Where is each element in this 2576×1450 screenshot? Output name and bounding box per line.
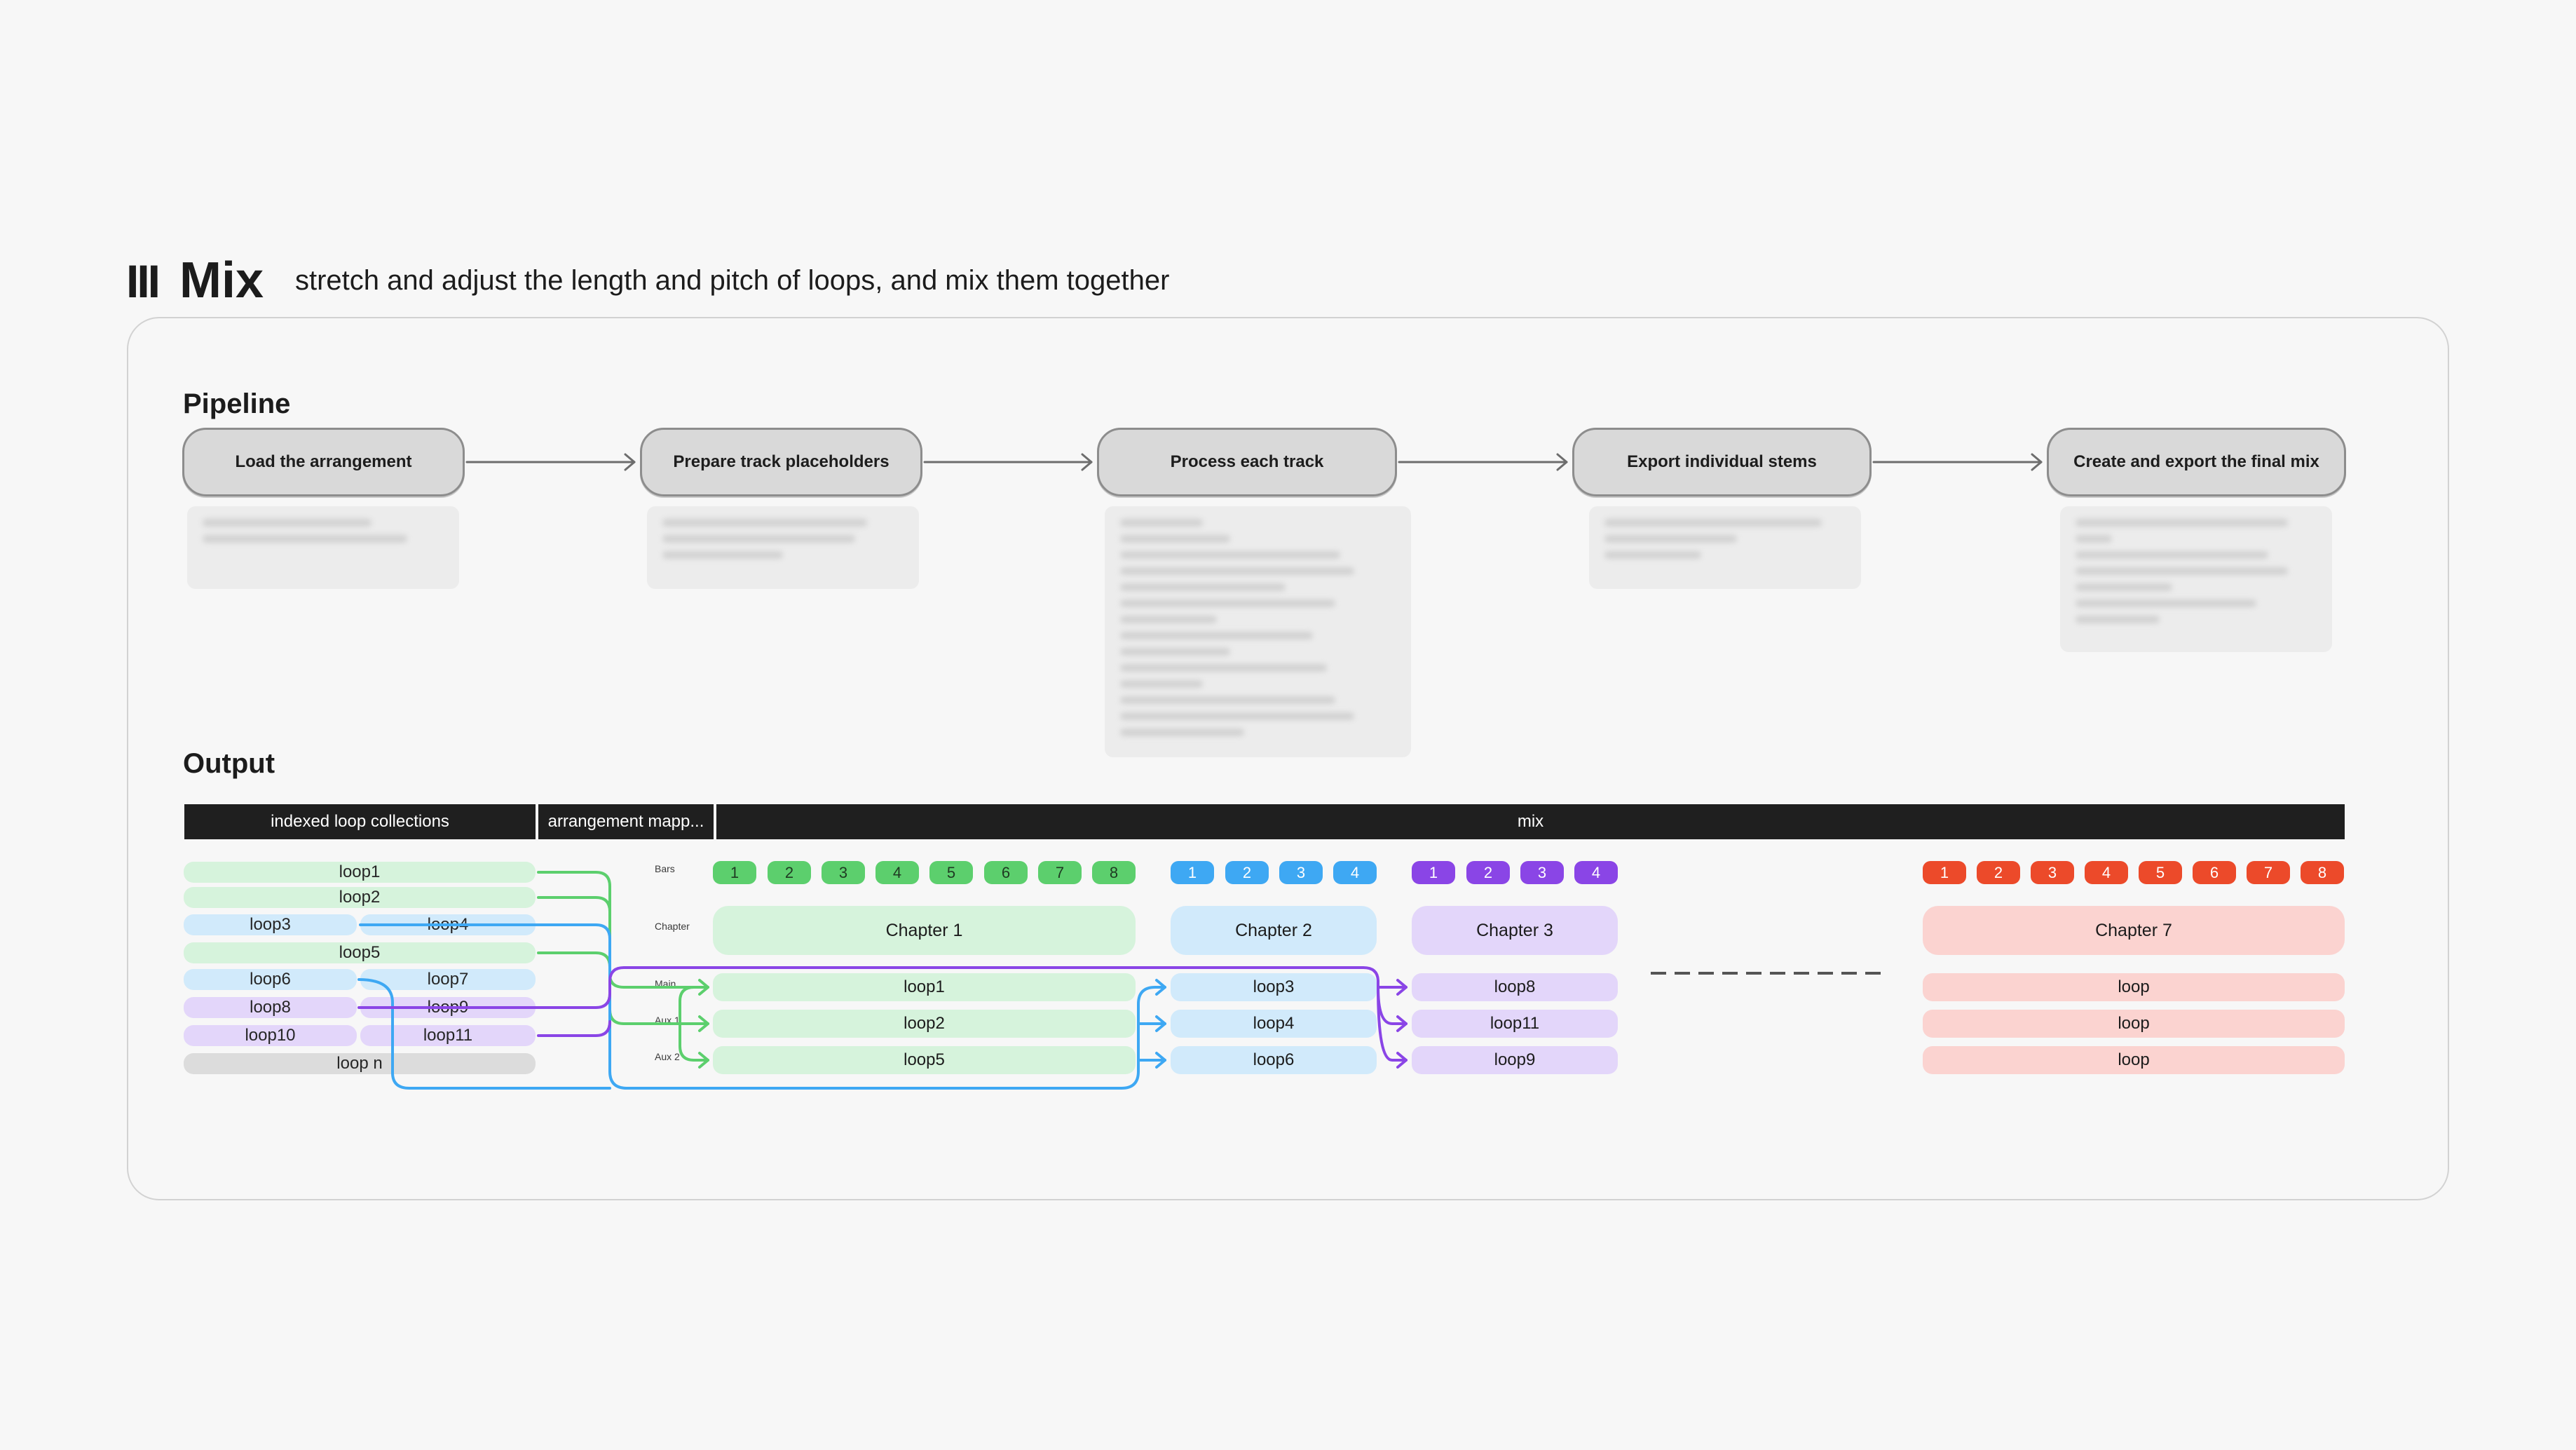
- chapter3-aux2-track: loop9: [1412, 1046, 1618, 1074]
- row-label-bars: Bars: [655, 863, 675, 874]
- header-mix: mix: [716, 804, 2345, 839]
- chapter7-bar: 8: [2301, 861, 2344, 884]
- chapter2-main-track: loop3: [1171, 973, 1377, 1001]
- collection-loop1: loop1: [184, 862, 536, 883]
- header-indexed-loop-collections: indexed loop collections: [184, 804, 536, 839]
- chapter7-bar: 2: [1977, 861, 2020, 884]
- chapter3-bar: 4: [1574, 861, 1618, 884]
- chapter3-bar: 2: [1466, 861, 1510, 884]
- stage-export-stems[interactable]: Export individual stems: [1572, 428, 1872, 496]
- chapter7-bar: 1: [1923, 861, 1966, 884]
- chapter2-label: Chapter 2: [1171, 906, 1377, 955]
- collection-loop7: loop7: [360, 969, 536, 990]
- chapter2-bar: 4: [1333, 861, 1377, 884]
- stage-notes-blurred: [2060, 506, 2332, 652]
- stage-notes-blurred: [647, 506, 919, 589]
- pipeline-title: Pipeline: [183, 388, 291, 419]
- chapter3-bar: 3: [1520, 861, 1564, 884]
- chapter1-bar: 5: [929, 861, 973, 884]
- stage-process-track[interactable]: Process each track: [1097, 428, 1397, 496]
- collection-loop2: loop2: [184, 887, 536, 908]
- stage-prepare-placeholders[interactable]: Prepare track placeholders: [640, 428, 922, 496]
- chapter1-aux2-track: loop5: [713, 1046, 1136, 1074]
- collection-loop10: loop10: [184, 1025, 357, 1046]
- stage-notes-blurred: [187, 506, 459, 589]
- stage-final-mix[interactable]: Create and export the final mix: [2047, 428, 2346, 496]
- stage-notes-blurred: [1105, 506, 1411, 757]
- chapter1-bar: 6: [984, 861, 1028, 884]
- chapter7-bar: 6: [2193, 861, 2236, 884]
- chapter7-bar: 4: [2085, 861, 2128, 884]
- chapter2-bar: 2: [1225, 861, 1269, 884]
- chapter7-aux2-track: loop: [1923, 1046, 2345, 1074]
- chapter2-aux2-track: loop6: [1171, 1046, 1377, 1074]
- collection-loop3: loop3: [184, 914, 357, 935]
- chapter7-bar: 5: [2139, 861, 2182, 884]
- section-numeral: III: [126, 255, 161, 307]
- chapter7-bar: 3: [2031, 861, 2074, 884]
- chapter7-aux1-track: loop: [1923, 1010, 2345, 1038]
- collection-loop8: loop8: [184, 997, 357, 1018]
- chapter7-bar: 7: [2247, 861, 2290, 884]
- chapter3-bar: 1: [1412, 861, 1455, 884]
- output-title: Output: [183, 748, 275, 779]
- chapter3-aux1-track: loop11: [1412, 1010, 1618, 1038]
- chapter2-aux1-track: loop4: [1171, 1010, 1377, 1038]
- stage-load-arrangement[interactable]: Load the arrangement: [182, 428, 465, 496]
- collection-loop5: loop5: [184, 942, 536, 963]
- page-subtitle: stretch and adjust the length and pitch …: [295, 265, 1170, 296]
- chapter1-bar: 2: [768, 861, 811, 884]
- chapter7-main-track: loop: [1923, 973, 2345, 1001]
- chapter1-bar: 7: [1038, 861, 1082, 884]
- chapter2-bar: 3: [1279, 861, 1323, 884]
- chapter1-bar: 4: [875, 861, 919, 884]
- header-arrangement-mapping: arrangement mapp...: [538, 804, 714, 839]
- row-label-chapter: Chapter: [655, 921, 690, 932]
- chapter1-aux1-track: loop2: [713, 1010, 1136, 1038]
- chapter7-label: Chapter 7: [1923, 906, 2345, 955]
- chapter3-main-track: loop8: [1412, 973, 1618, 1001]
- collection-loop6: loop6: [184, 969, 357, 990]
- row-label-aux2: Aux 2: [655, 1051, 680, 1062]
- collection-loop-n: loop n: [184, 1053, 536, 1074]
- chapter3-label: Chapter 3: [1412, 906, 1618, 955]
- chapter1-bar: 1: [713, 861, 756, 884]
- collection-loop11: loop11: [360, 1025, 536, 1046]
- chapter1-bar: 8: [1092, 861, 1136, 884]
- chapter1-main-track: loop1: [713, 973, 1136, 1001]
- stage-notes-blurred: [1589, 506, 1861, 589]
- chapter1-bar: 3: [822, 861, 865, 884]
- page-title: Mix: [179, 252, 264, 309]
- chapter2-bar: 1: [1171, 861, 1214, 884]
- chapter1-label: Chapter 1: [713, 906, 1136, 955]
